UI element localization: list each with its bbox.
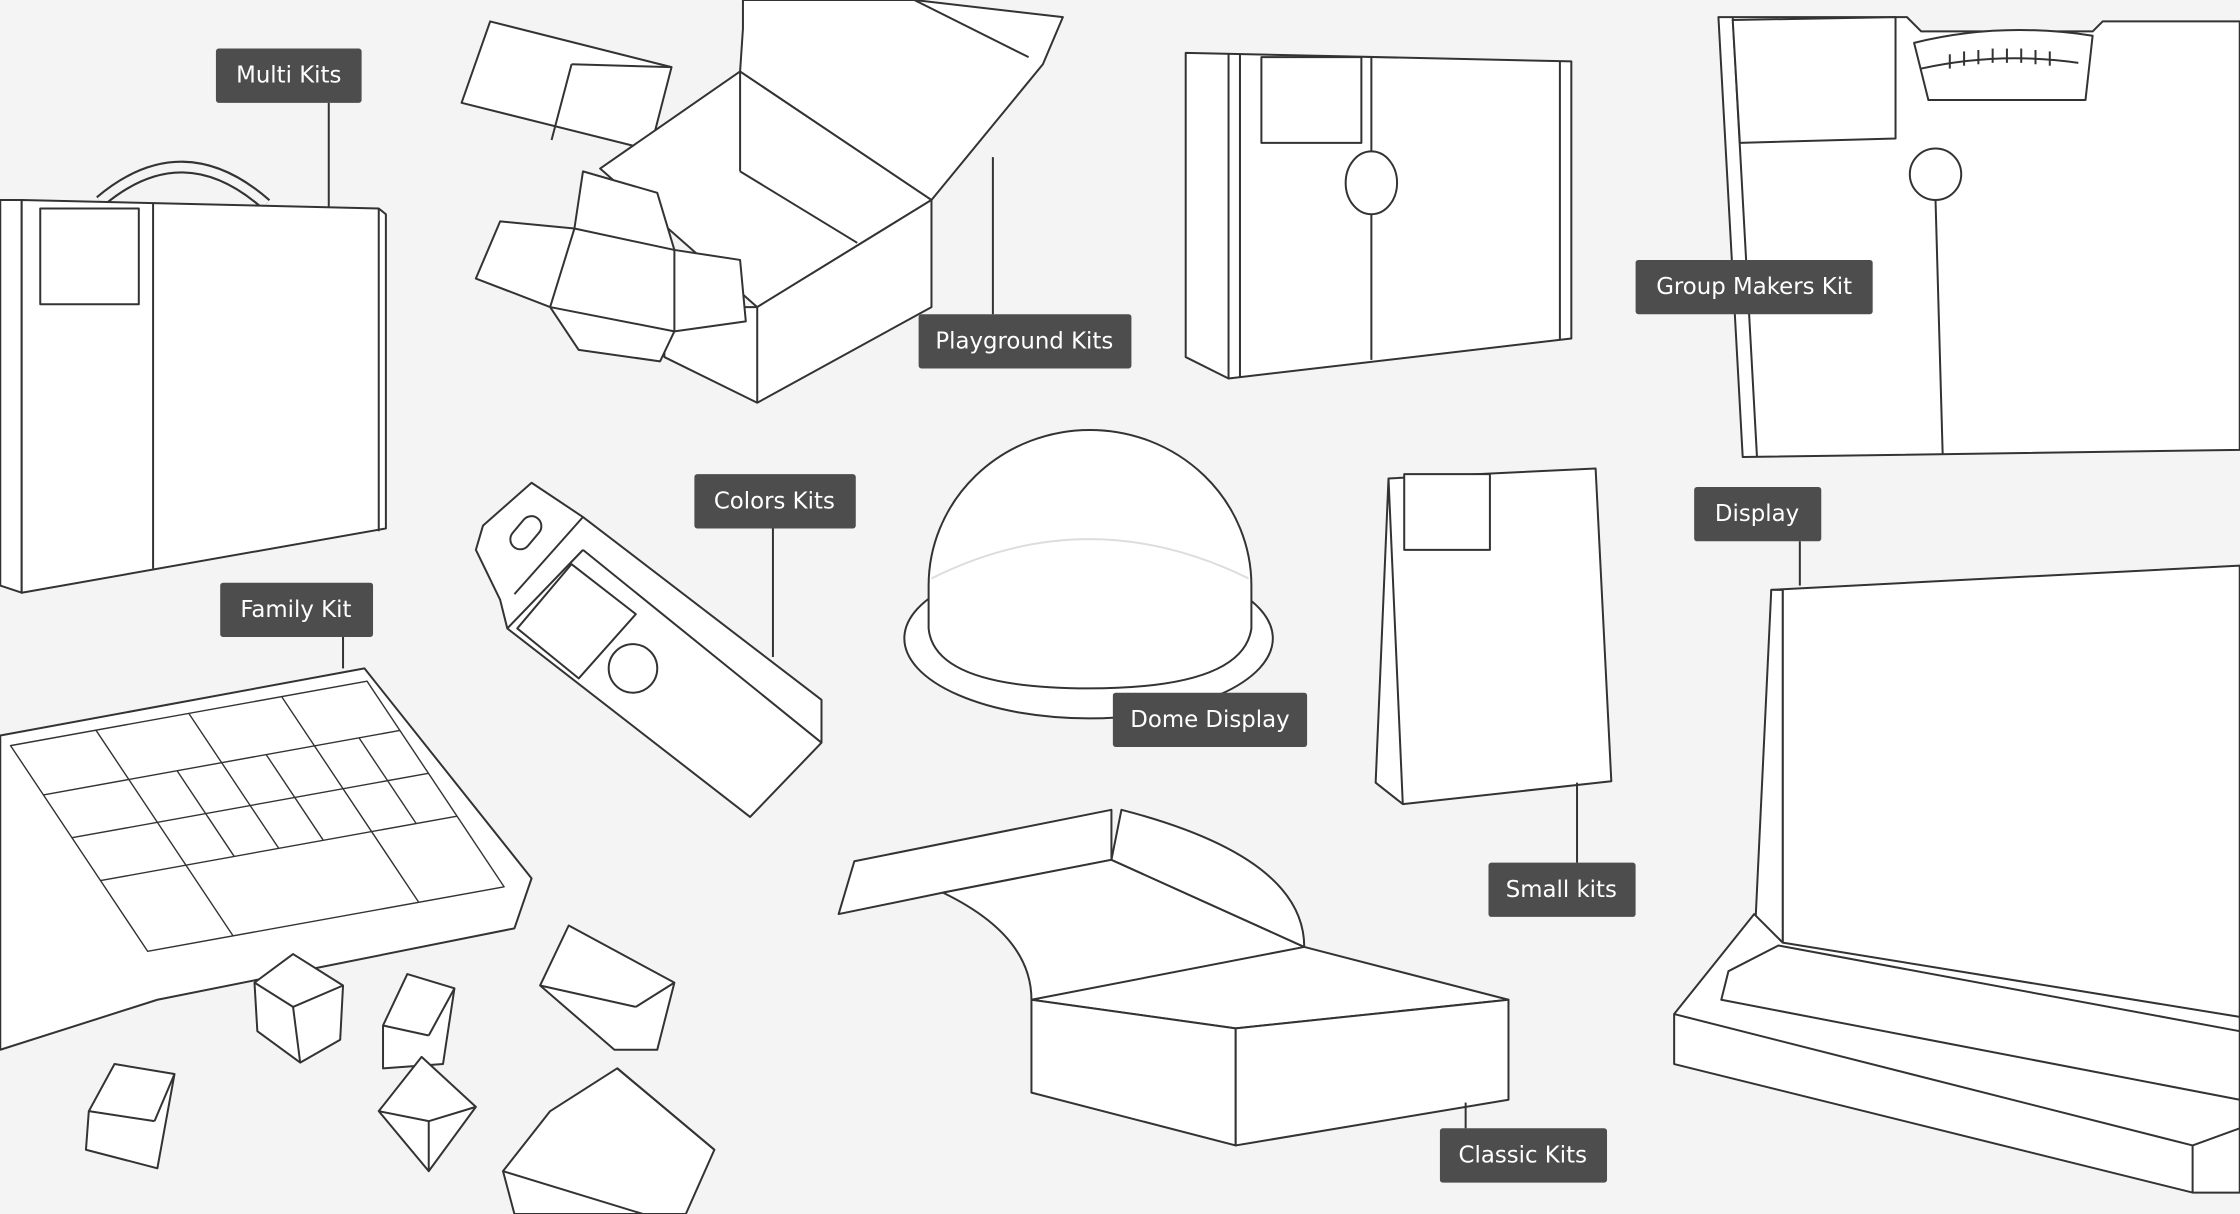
label-group-makers-kit: Group Makers Kit <box>1635 259 1873 315</box>
classic-kits-box <box>837 808 1510 1147</box>
label-multi-kits-text: Multi Kits <box>236 63 341 89</box>
label-dome-display-text: Dome Display <box>1130 707 1289 733</box>
label-multi-kits: Multi Kits <box>215 48 362 208</box>
label-family-kit: Family Kit <box>220 582 374 637</box>
compartment-cubes <box>84 924 716 1214</box>
label-display-text: Display <box>1715 501 1799 527</box>
small-kits-bag <box>1374 467 1613 863</box>
label-family-kit-text: Family Kit <box>240 597 351 623</box>
colors-kits-box <box>474 481 823 818</box>
label-dome-display: Dome Display <box>1112 692 1308 747</box>
tall-box <box>1184 51 1573 380</box>
label-group-makers-kit-text: Group Makers Kit <box>1656 274 1852 300</box>
label-colors-kits: Colors Kits <box>694 474 856 529</box>
label-playground-kits-text: Playground Kits <box>935 328 1113 354</box>
label-colors-kits-text: Colors Kits <box>714 488 835 514</box>
label-classic-kits-text: Classic Kits <box>1459 1142 1587 1168</box>
playground-kits-box <box>460 0 1064 404</box>
label-display: Display <box>1694 487 1822 542</box>
label-playground-kits: Playground Kits <box>918 314 1132 369</box>
dome-display <box>903 428 1274 720</box>
family-kit-organizer <box>0 636 533 1051</box>
display-stand <box>1673 541 2240 1194</box>
label-small-kits-text: Small kits <box>1506 877 1617 903</box>
group-makers-kit <box>1717 16 2240 459</box>
label-classic-kits: Classic Kits <box>1439 1128 1608 1183</box>
multi-kits-case <box>0 160 387 594</box>
label-small-kits: Small kits <box>1488 862 1636 917</box>
